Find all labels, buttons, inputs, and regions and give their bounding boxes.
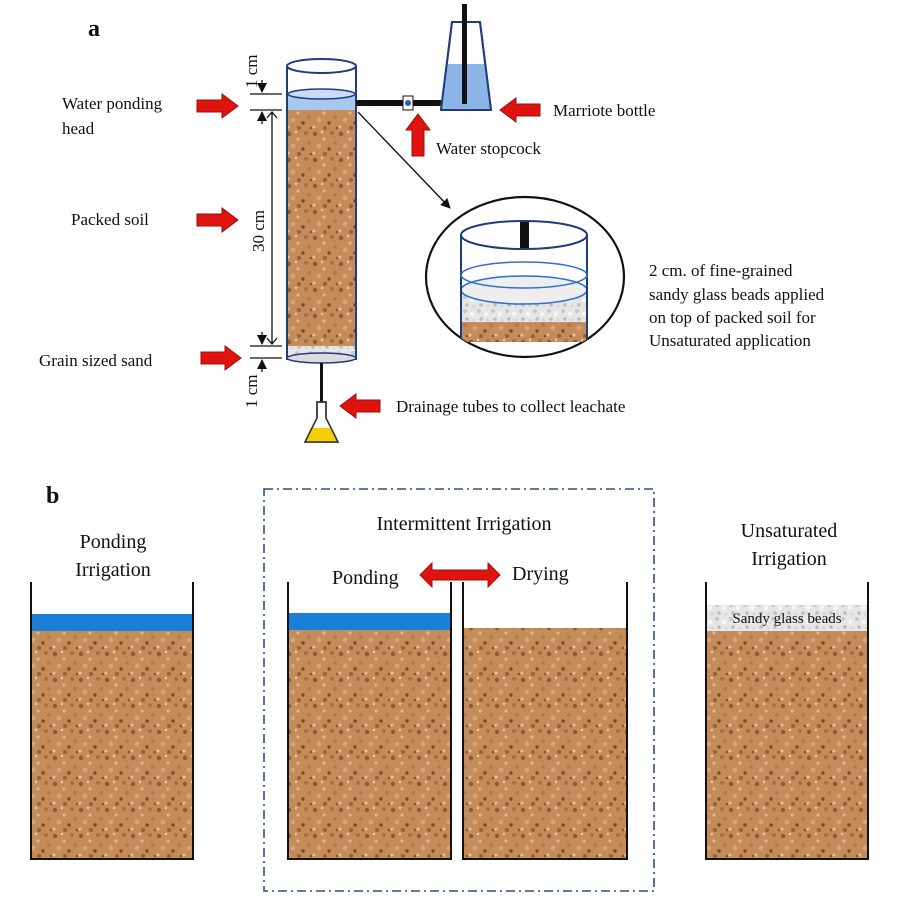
drying-state-label: Drying — [512, 563, 569, 585]
inset-note-line-4: Unsaturated application — [649, 331, 811, 350]
label-marriote-bottle: Marriote bottle — [553, 101, 655, 120]
red-arrows — [196, 93, 541, 419]
label-packed-soil: Packed soil — [71, 210, 149, 229]
label-grain-sand: Grain sized sand — [39, 351, 153, 370]
unsaturated-soil — [707, 631, 867, 858]
marriote-bottle — [439, 4, 493, 111]
air-tube — [462, 4, 467, 104]
intermittent-ponding-container — [287, 582, 452, 860]
arrow-grain-sand — [200, 345, 242, 371]
label-water-ponding-1: Water ponding — [62, 94, 163, 113]
ponding-title-1: Ponding — [80, 531, 147, 553]
bottom-gap-label: 1 cm — [242, 374, 261, 408]
arrow-water-head — [196, 93, 239, 119]
top-gap-label: 1 cm — [242, 54, 261, 88]
ponding-title-2: Irrigation — [75, 559, 151, 581]
inset-pointer — [357, 111, 451, 209]
glass-beads-layer — [707, 605, 867, 631]
inset-detail — [424, 195, 626, 359]
arrow-stopcock — [405, 113, 431, 157]
unsaturated-title-1: Unsaturated — [741, 520, 838, 542]
panel-b-label: b — [46, 483, 59, 509]
ponding-state-label: Ponding — [332, 567, 399, 589]
stopcock-icon — [405, 100, 411, 106]
unsaturated-container — [705, 582, 869, 860]
arrow-drainage — [339, 393, 381, 419]
glass-beads-label: Sandy glass beads — [732, 611, 841, 627]
arrow-marriote — [499, 97, 541, 123]
label-water-ponding-2: head — [62, 119, 95, 138]
double-arrow — [419, 561, 501, 589]
intermittent-frame — [263, 488, 655, 892]
panel-a-label: a — [88, 16, 100, 42]
inset-note-line-2: sandy glass beads applied — [649, 285, 825, 304]
inset-note-line-1: 2 cm. of fine-grained — [649, 261, 793, 280]
arrow-packed-soil — [196, 207, 239, 233]
label-water-stopcock: Water stopcock — [436, 139, 541, 158]
feed-line — [356, 95, 442, 111]
dimension-lines — [250, 80, 282, 372]
label-drainage: Drainage tubes to collect leachate — [396, 397, 625, 416]
unsaturated-title-2: Irrigation — [751, 548, 827, 570]
leachate-flask — [303, 401, 340, 443]
inset-note-line-3: on top of packed soil for — [649, 308, 816, 327]
soil-length-label: 30 cm — [249, 210, 268, 252]
intermittent-title: Intermittent Irrigation — [377, 513, 552, 535]
soil-column — [286, 58, 357, 408]
ponding-water — [32, 614, 192, 631]
packed-soil-layer — [288, 110, 355, 346]
intermittent-drying-container — [462, 582, 628, 860]
ponding-container — [30, 582, 194, 860]
ponding-soil — [32, 631, 192, 858]
